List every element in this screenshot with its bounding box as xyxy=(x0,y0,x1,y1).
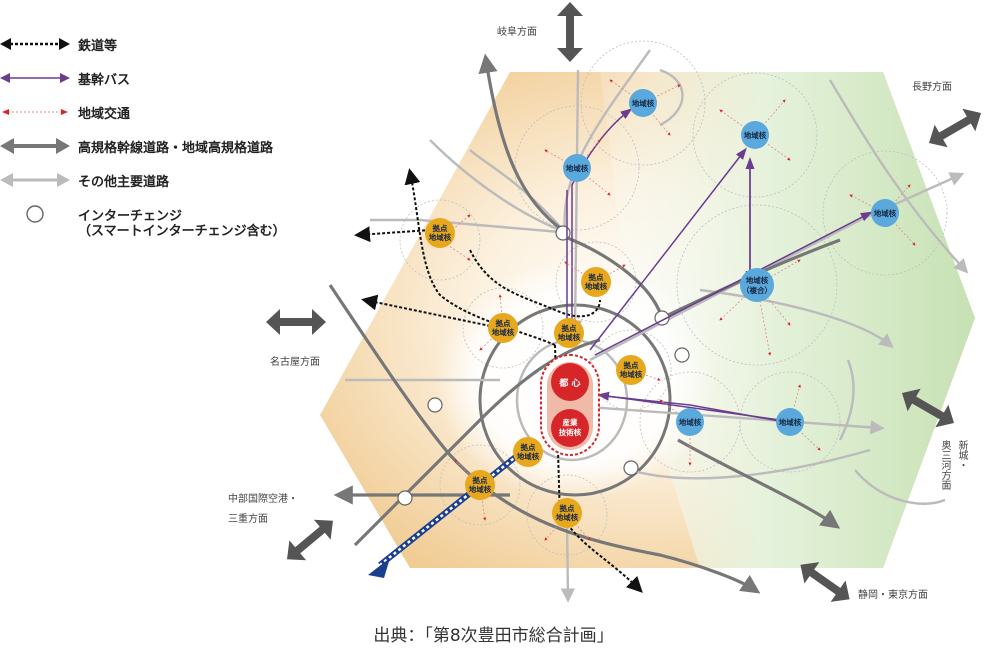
legend-road-label: その他主要道路 xyxy=(78,174,170,190)
svg-text:（複合）: （複合） xyxy=(742,285,772,295)
svg-text:拠点: 拠点 xyxy=(473,475,488,485)
nagano-direction-arrow-icon xyxy=(929,108,981,148)
hub-node: 拠点 地域核 xyxy=(488,313,518,343)
svg-text:地域核: 地域核 xyxy=(517,451,540,461)
toshin-node xyxy=(551,363,589,401)
legend-local: 地域交通 xyxy=(0,98,130,126)
legend-rail: 鉄道等 xyxy=(0,30,117,58)
label-nagoya: 名古屋方面 xyxy=(270,355,320,368)
region-node: 地域核 xyxy=(871,199,899,227)
svg-text:都 心: 都 心 xyxy=(558,377,580,389)
svg-text:技術核: 技術核 xyxy=(559,427,582,437)
svg-text:拠点: 拠点 xyxy=(624,360,639,370)
svg-text:拠点: 拠点 xyxy=(433,223,448,233)
svg-text:地域核: 地域核 xyxy=(779,417,802,427)
hub-node: 拠点 地域核 xyxy=(554,318,584,348)
region-node: 地域核 xyxy=(741,121,769,149)
industry-node xyxy=(551,409,589,447)
blue-railway xyxy=(368,452,520,578)
legend-rail-label: 鉄道等 xyxy=(78,38,118,54)
interchange xyxy=(623,460,639,476)
svg-text:地域核: 地域核 xyxy=(429,232,452,242)
legend-ic: インターチェンジ xyxy=(0,200,182,228)
legend-ic-label: インターチェンジ xyxy=(78,208,183,224)
label-shinshiro-1: 新城・ xyxy=(956,440,967,470)
label-shizuoka: 静岡・東京方面 xyxy=(858,588,928,601)
hub-node: 拠点 地域核 xyxy=(581,267,611,297)
legend-highway: 高規格幹線道路・地域高規格道路 xyxy=(0,132,273,160)
city-core: 都 心 産業 技術核 xyxy=(540,354,600,456)
source-caption: 出典：「第8次豊田市総合計画」 xyxy=(373,626,614,646)
blue-railway-arrow-icon xyxy=(368,558,390,578)
highway-arrow-icon xyxy=(0,138,70,154)
region-node: 地域核 xyxy=(676,408,704,436)
hub-node: 拠点 地域核 xyxy=(513,437,543,467)
svg-text:地域核: 地域核 xyxy=(492,327,515,337)
bus-routes xyxy=(566,108,873,423)
region-node-complex: 地域核 （複合） xyxy=(740,268,774,302)
svg-text:拠点: 拠点 xyxy=(589,272,604,282)
gifu-direction-arrow-icon xyxy=(557,2,583,62)
region-node: 地域核 xyxy=(629,89,657,117)
svg-text:拠点: 拠点 xyxy=(562,323,577,333)
local-arrow-icon xyxy=(2,109,68,115)
svg-text:拠点: 拠点 xyxy=(560,503,575,513)
label-chubu-2: 三重方面 xyxy=(228,512,268,525)
svg-text:地域核: 地域核 xyxy=(566,163,589,173)
bus-arrow-icon xyxy=(0,73,70,83)
svg-text:地域核: 地域核 xyxy=(632,98,655,108)
highways xyxy=(328,53,841,594)
svg-text:地域核: 地域核 xyxy=(556,512,579,522)
label-chubu-1: 中部国際空港・ xyxy=(228,492,298,505)
nagoya-direction-arrow-icon xyxy=(266,309,326,335)
svg-text:拠点: 拠点 xyxy=(521,442,536,452)
svg-text:地域核: 地域核 xyxy=(746,275,769,285)
legend-bus: 基幹バス xyxy=(0,64,130,92)
shizuoka-direction-arrow-icon xyxy=(800,562,850,602)
label-shinshiro-2: 奥三河方面 xyxy=(939,440,950,490)
svg-text:地域核: 地域核 xyxy=(585,281,608,291)
hub-node: 拠点 地域核 xyxy=(425,218,455,248)
shinshiro-direction-arrow-icon xyxy=(902,388,954,428)
svg-text:地域核: 地域核 xyxy=(679,417,702,427)
legend-bus-label: 基幹バス xyxy=(78,72,131,88)
city-area xyxy=(320,72,975,568)
interchange xyxy=(397,490,413,506)
chubu-direction-arrow-icon xyxy=(287,519,333,561)
svg-text:拠点: 拠点 xyxy=(496,318,511,328)
interchange xyxy=(674,347,690,363)
hub-node: 拠点 地域核 xyxy=(465,470,495,500)
svg-text:地域核: 地域核 xyxy=(874,208,897,218)
hub-node: 拠点 地域核 xyxy=(552,498,582,528)
legend-highway-label: 高規格幹線道路・地域高規格道路 xyxy=(78,140,274,156)
region-node: 地域核 xyxy=(776,408,804,436)
regional-nodes: 地域核 地域核 地域核 地域核 地域核 （複合） 地域核 地域核 xyxy=(563,89,899,436)
interchange xyxy=(427,397,443,413)
label-gifu: 岐阜方面 xyxy=(497,25,537,38)
label-nagano: 長野方面 xyxy=(912,80,952,93)
legend-road: その他主要道路 xyxy=(0,166,169,194)
legend-local-label: 地域交通 xyxy=(78,106,131,122)
legend-ic-sublabel: （スマートインターチェンジ含む） xyxy=(78,224,286,239)
interchange-icon xyxy=(26,205,44,223)
rail-arrow-icon xyxy=(0,38,70,50)
region-node: 地域核 xyxy=(563,154,591,182)
direction-labels: 岐阜方面 長野方面 名古屋方面 中部国際空港・ 三重方面 静岡・東京方面 xyxy=(228,25,952,601)
road-arrow-icon xyxy=(0,173,70,187)
svg-text:地域核: 地域核 xyxy=(620,369,643,379)
hub-nodes: 拠点 地域核 拠点 地域核 拠点 地域核 拠点 地域核 拠点 地域核 拠点 地域… xyxy=(425,218,646,528)
direction-arrows xyxy=(266,2,981,602)
label-shinshiro: 新城・ 奥三河方面 xyxy=(937,440,969,490)
svg-text:産業: 産業 xyxy=(563,417,578,427)
interchange xyxy=(555,225,571,241)
svg-text:地域核: 地域核 xyxy=(744,130,767,140)
svg-text:地域核: 地域核 xyxy=(558,332,581,342)
hub-node: 拠点 地域核 xyxy=(616,355,646,385)
svg-text:地域核: 地域核 xyxy=(469,484,492,494)
